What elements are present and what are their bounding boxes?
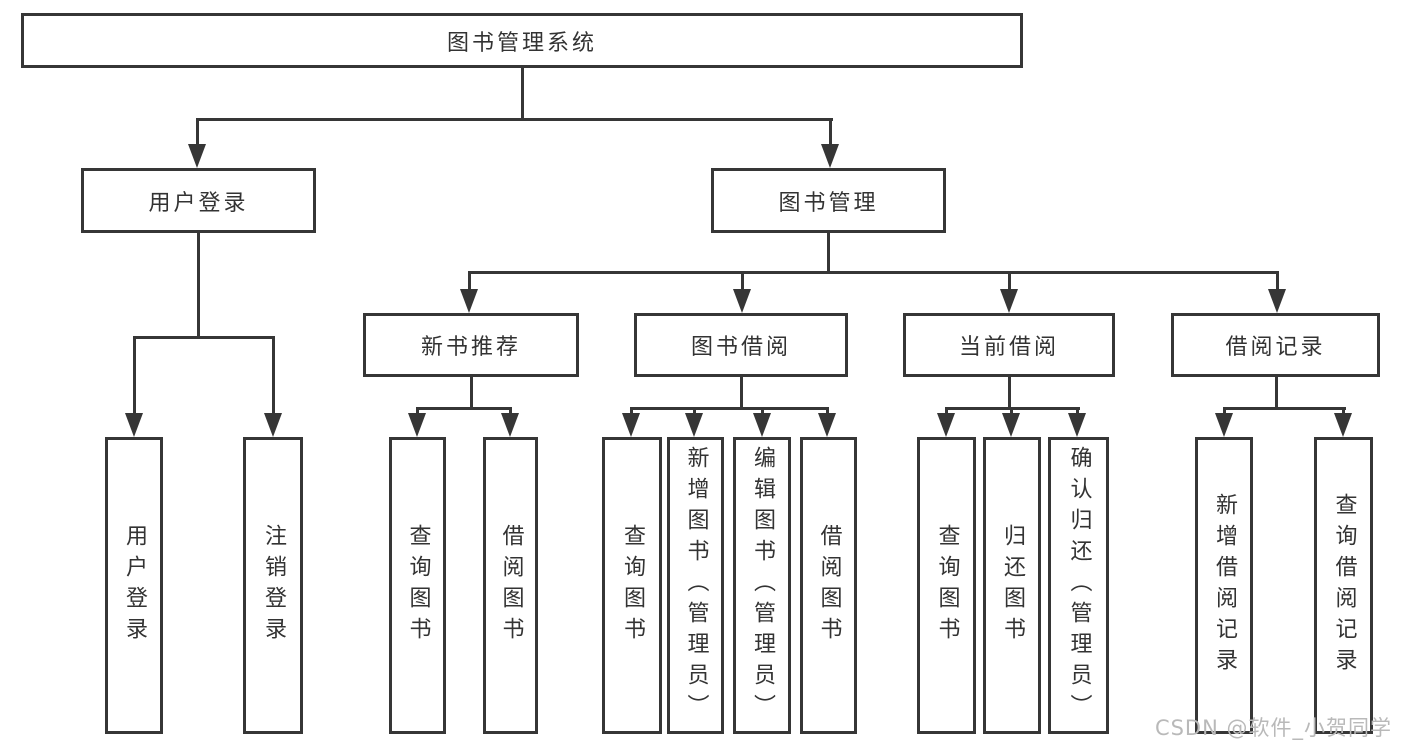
leaf-records-query-record: 查询借阅记录 xyxy=(1314,437,1373,734)
connector-line xyxy=(1223,407,1346,410)
leaf-label: 用户登录 xyxy=(122,523,147,648)
node-new-book-recommend: 新书推荐 xyxy=(363,313,579,377)
arrowhead-down-icon xyxy=(733,289,751,313)
node-label: 用户登录 xyxy=(148,190,249,216)
arrowhead-down-icon xyxy=(818,413,836,437)
arrowhead-down-icon xyxy=(125,413,143,437)
arrowhead-down-icon xyxy=(821,144,839,168)
leaf-logout: 注销登录 xyxy=(243,437,303,734)
arrowhead-down-icon xyxy=(1002,413,1020,437)
leaf-label: 新增图书（管理员） xyxy=(683,446,709,725)
arrowhead-down-icon xyxy=(937,413,955,437)
connector-line xyxy=(630,407,829,410)
connector-line xyxy=(416,407,512,410)
node-borrowing-records: 借阅记录 xyxy=(1171,313,1380,377)
leaf-current-query-books: 查询图书 xyxy=(917,437,976,734)
connector-line xyxy=(470,374,473,409)
connector-line xyxy=(196,120,199,148)
arrowhead-down-icon xyxy=(408,413,426,437)
connector-line xyxy=(1008,273,1011,291)
leaf-label: 查询图书 xyxy=(620,523,645,648)
csdn-watermark: CSDN @软件_小贺同学 xyxy=(1154,716,1392,740)
leaf-records-add-record: 新增借阅记录 xyxy=(1195,437,1253,734)
leaf-borrowing-add-books-admin: 新增图书（管理员） xyxy=(667,437,724,734)
leaf-label: 归还图书 xyxy=(1000,523,1025,648)
leaf-label: 查询图书 xyxy=(405,523,431,648)
node-label: 借阅记录 xyxy=(1225,335,1326,360)
leaf-user-login: 用户登录 xyxy=(105,437,163,734)
connector-line xyxy=(827,231,830,274)
leaf-label: 查询图书 xyxy=(934,523,960,648)
leaf-label: 查询借阅记录 xyxy=(1331,492,1357,679)
node-label: 当前借阅 xyxy=(958,335,1059,360)
leaf-borrowing-borrow-books: 借阅图书 xyxy=(800,437,857,734)
connector-line xyxy=(196,118,833,121)
connector-line xyxy=(945,407,1080,410)
leaf-current-confirm-return-admin: 确认归还（管理员） xyxy=(1048,437,1109,734)
node-label: 图书借阅 xyxy=(690,335,791,360)
leaf-current-return-books: 归还图书 xyxy=(983,437,1041,734)
connector-line xyxy=(521,66,524,120)
arrowhead-down-icon xyxy=(1215,413,1233,437)
leaf-label: 新增借阅记录 xyxy=(1212,492,1237,679)
leaf-recommend-borrow-books: 借阅图书 xyxy=(483,437,538,734)
connector-line xyxy=(197,230,200,338)
node-current-borrowing: 当前借阅 xyxy=(903,313,1115,377)
connector-line xyxy=(741,273,744,291)
connector-line xyxy=(272,338,275,416)
node-user-login: 用户登录 xyxy=(81,168,316,233)
node-label: 新书推荐 xyxy=(420,335,521,360)
connector-line xyxy=(1275,374,1278,409)
connector-line xyxy=(829,120,832,148)
arrowhead-down-icon xyxy=(264,413,282,437)
node-label: 图书管理 xyxy=(778,190,879,216)
leaf-label: 借阅图书 xyxy=(816,523,842,648)
arrowhead-down-icon xyxy=(1334,413,1352,437)
arrowhead-down-icon xyxy=(1268,289,1286,313)
connector-line xyxy=(468,273,471,291)
leaf-label: 编辑图书（管理员） xyxy=(750,446,775,725)
arrowhead-down-icon xyxy=(1068,413,1086,437)
node-book-management: 图书管理 xyxy=(711,168,946,233)
arrowhead-down-icon xyxy=(753,413,771,437)
arrowhead-down-icon xyxy=(1000,289,1018,313)
connector-line xyxy=(740,374,743,409)
arrowhead-down-icon xyxy=(501,413,519,437)
leaf-label: 借阅图书 xyxy=(498,523,524,648)
leaf-label: 注销登录 xyxy=(261,523,286,648)
node-label: 图书管理系统 xyxy=(446,30,597,56)
connector-line xyxy=(1008,374,1011,409)
connector-line xyxy=(133,338,136,416)
arrowhead-down-icon xyxy=(622,413,640,437)
node-book-borrowing: 图书借阅 xyxy=(634,313,848,377)
arrowhead-down-icon xyxy=(188,144,206,168)
connector-line xyxy=(133,336,275,339)
leaf-label: 确认归还（管理员） xyxy=(1066,446,1092,725)
arrowhead-down-icon xyxy=(460,289,478,313)
leaf-recommend-query-books: 查询图书 xyxy=(389,437,446,734)
connector-line xyxy=(1276,273,1279,291)
connector-line xyxy=(468,271,1279,274)
leaf-borrowing-query-books: 查询图书 xyxy=(602,437,662,734)
arrowhead-down-icon xyxy=(685,413,703,437)
leaf-borrowing-edit-books-admin: 编辑图书（管理员） xyxy=(733,437,791,734)
node-library-system: 图书管理系统 xyxy=(21,13,1023,68)
